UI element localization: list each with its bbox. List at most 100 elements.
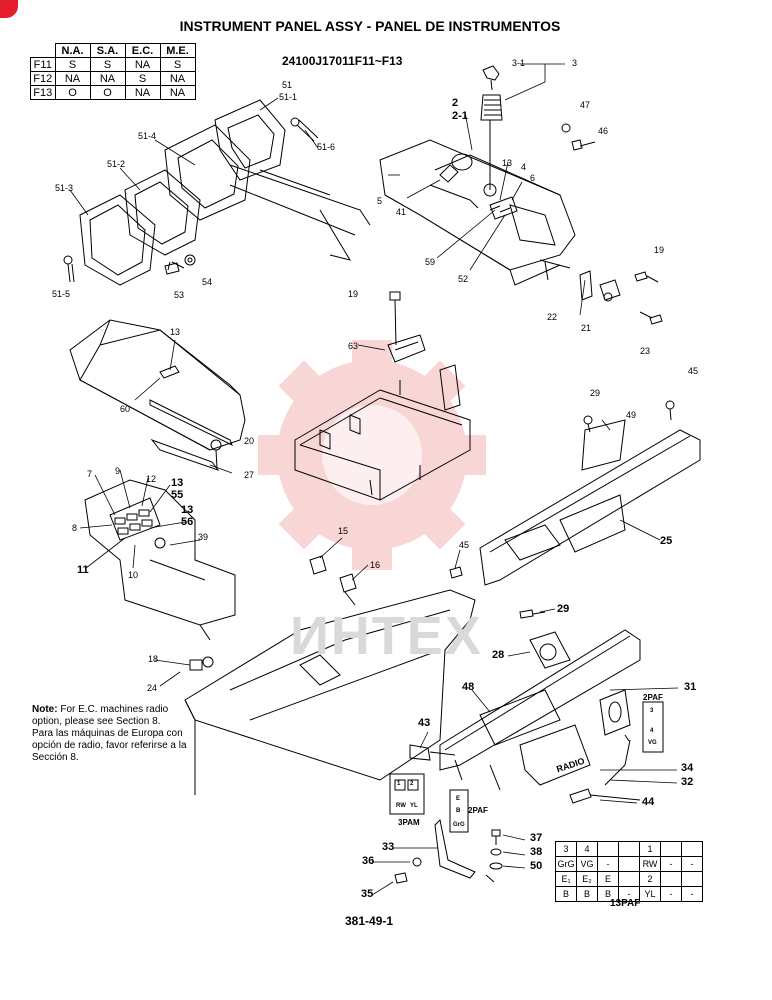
connector-3pam-label: 3PAM [398,818,420,827]
table-cell: - [681,856,703,872]
radio-option-note: Note: For E.C. machines radio option, pl… [32,704,197,764]
part-label: 43 [418,717,431,729]
corner-badge [0,0,18,18]
table-cell: - [660,856,682,872]
part-label: 31 [684,681,697,693]
table-cell [681,841,703,857]
table-cell: NA [159,85,196,100]
table-cell [618,856,640,872]
table-cell: 4 [576,841,598,857]
option-table: N.A. S.A. E.C. M.E. F11 S S NA S F12 NA … [30,43,196,100]
part-label: 6 [530,173,536,183]
part-label: 4 [521,162,527,172]
table-cell [618,871,640,887]
part-label: 24 [147,683,158,693]
note-text-es: Para las máquinas de Europa con opción d… [32,728,187,763]
note-text-en: For E.C. machines radio option, please s… [32,704,169,727]
part-label: 29 [590,388,601,398]
part-label: 8 [72,523,78,533]
part-label: 13 [171,477,184,489]
part-label: 63 [348,341,359,351]
pin-label: GrG [453,822,465,828]
part-label: 54 [202,277,213,287]
table-row: GrG VG - RW - - [555,856,703,872]
part-label: 9 [115,466,121,476]
part-label: 19 [654,245,665,255]
pin-label: 4 [650,728,654,734]
table-row: B B B - YL - - [555,886,703,902]
part-label: 55 [171,489,184,501]
table-cell: 1 [639,841,661,857]
part-label: 41 [396,207,407,217]
part-label: 13 [502,158,513,168]
page-title: INSTRUMENT PANEL ASSY - PANEL DE INSTRUM… [179,18,561,34]
connector-13paf-table: 3 4 1 GrG VG - RW - - E₁ E₂ E 2 B B B - … [555,841,703,902]
part-label: 44 [642,796,655,808]
right-panel-25 [449,400,701,586]
floor-console [184,555,476,795]
part-label: 51 [282,80,293,90]
hardware-group [394,818,503,884]
part-label: 13 [181,504,194,516]
lower-console-60 [69,319,246,472]
table-cell: NA [124,57,161,72]
table-cell: NA [54,71,91,86]
table-row: F12 NA NA S NA [30,71,196,86]
table-cell: - [597,856,619,872]
table-cell: E [597,871,619,887]
part-label: 12 [146,474,157,484]
pin-label: B [456,808,461,814]
part-label: 49 [626,410,637,420]
connector-diagrams [389,701,664,833]
pin-label: YL [410,803,418,809]
table-cell: E₁ [555,871,577,887]
part-label: 56 [181,516,194,528]
part-label: 32 [681,776,694,788]
part-label: 16 [370,560,381,570]
part-label: 39 [198,532,209,542]
part-label: 46 [598,126,609,136]
part-label: 51-1 [279,92,298,102]
table-cell: YL [639,886,661,902]
part-label: 37 [530,832,543,844]
part-label: 27 [244,470,255,480]
table-cell: - [618,886,640,902]
part-label: 29 [557,603,570,615]
part-label: 50 [530,860,543,872]
table-cell: B [555,886,577,902]
table-cell: F12 [30,71,56,86]
part-label: 20 [244,436,255,446]
pin-label: RW [396,803,406,809]
part-label: 11 [77,564,89,576]
part-label: 28 [492,649,505,661]
table-cell: VG [576,856,598,872]
part-label: 53 [174,290,185,300]
table-cell: - [660,886,682,902]
part-label: 35 [361,888,374,900]
right-console-assembly [379,65,663,325]
note-label: Note: [32,704,58,715]
part-label: 52 [458,274,469,284]
part-label: 18 [148,654,159,664]
table-cell: 3 [555,841,577,857]
part-label: 45 [459,540,470,550]
part-label: 5 [377,196,383,206]
option-table-header: N.A. S.A. E.C. M.E. [31,43,196,58]
table-cell [618,841,640,857]
part-label: 25 [660,535,673,547]
part-label: 22 [547,312,558,322]
part-label: 3-1 [512,58,526,68]
leader-lines [69,63,679,896]
part-label: 23 [640,346,651,356]
table-cell: NA [89,71,126,86]
table-cell: B [576,886,598,902]
part-label: 15 [338,526,349,536]
model-range: 24100J17011F11~F13 [282,54,403,68]
part-label: 36 [362,855,375,867]
part-label: 51-4 [138,131,157,141]
pin-label: VG [648,740,657,746]
part-label: 45 [688,366,699,376]
table-cell: GrG [555,856,577,872]
table-cell [597,841,619,857]
